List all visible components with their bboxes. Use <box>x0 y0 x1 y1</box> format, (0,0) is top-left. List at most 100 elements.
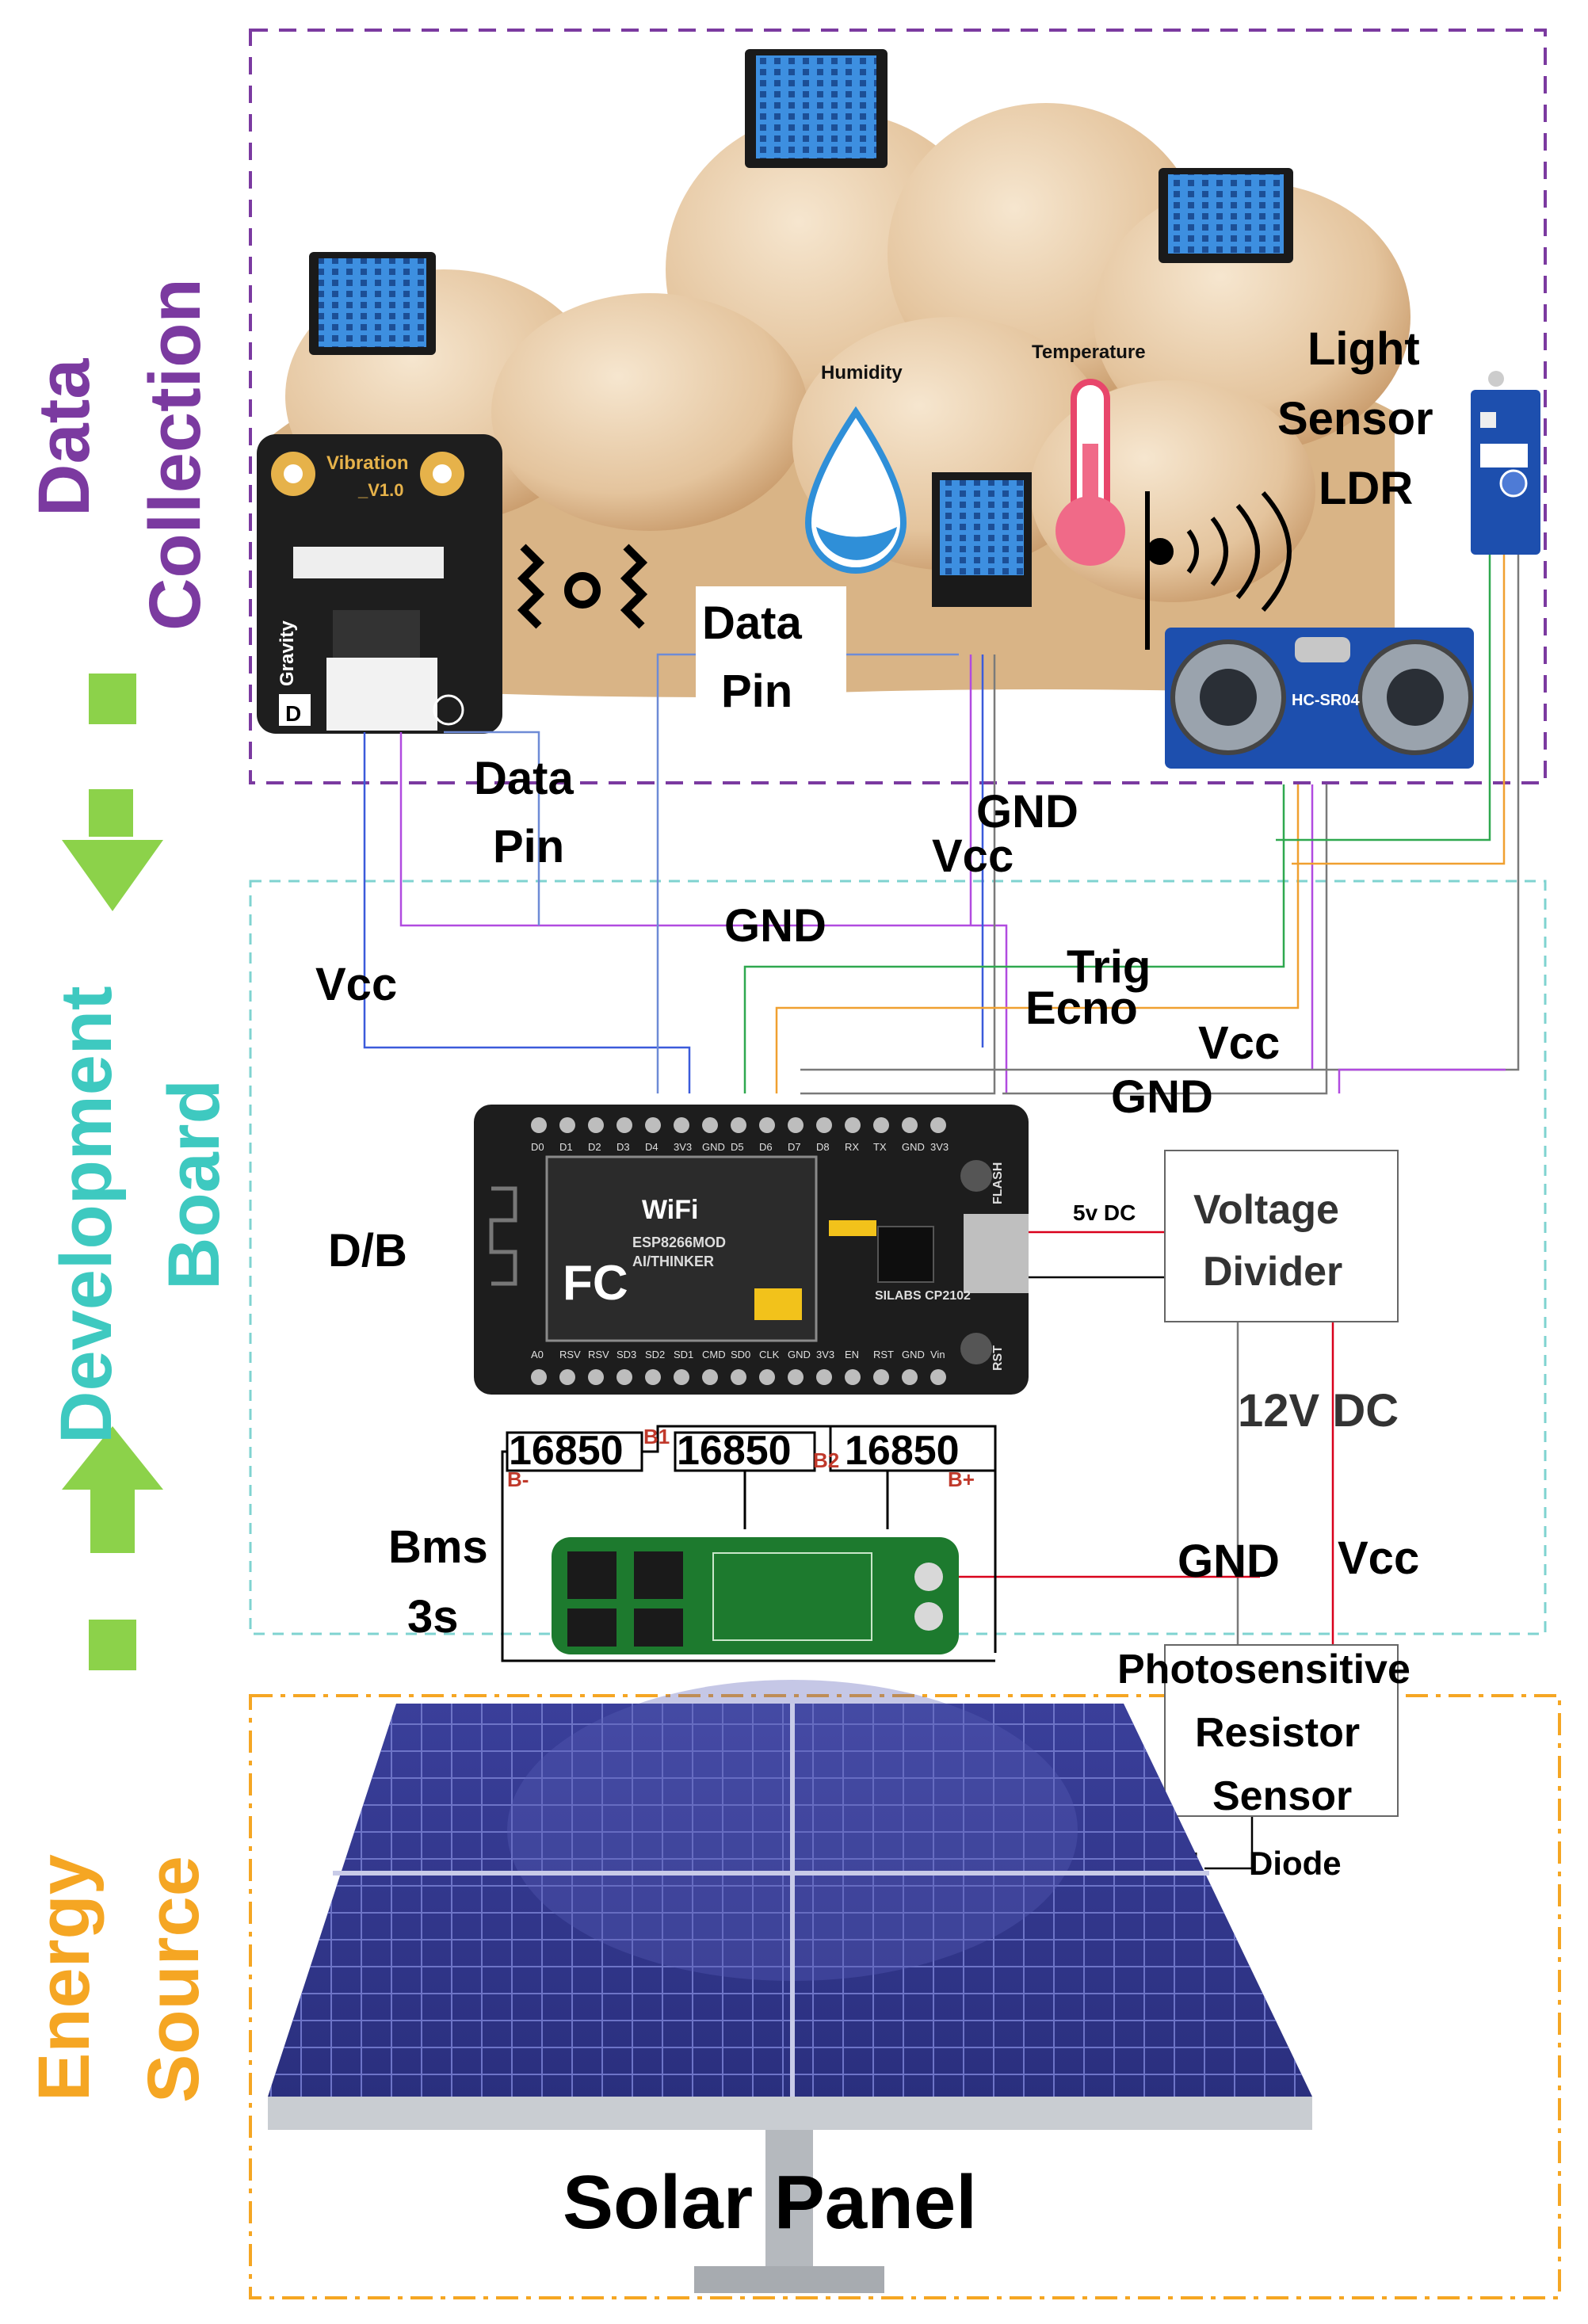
data-collection-border <box>249 29 1547 784</box>
vcc-top-label: Vcc <box>932 830 1013 882</box>
board-usb-chip-label: SILABS CP2102 <box>875 1289 971 1303</box>
energy-source-border <box>249 1694 1561 2299</box>
data-pin-a-label-2: Pin <box>721 666 792 717</box>
vcc-right-label: Vcc <box>1198 1017 1280 1069</box>
board-bottom-pin-label: SD1 <box>674 1349 693 1360</box>
bms-label-1: Bms <box>388 1521 488 1573</box>
five-v-label: 5v DC <box>1073 1200 1136 1225</box>
board-rst-label: RST <box>991 1345 1005 1371</box>
nodemcu-board <box>474 1105 1029 1395</box>
temperature-label: Temperature <box>1032 342 1146 363</box>
board-bottom-pin-label: EN <box>845 1349 859 1360</box>
b2-label: B2 <box>813 1448 839 1472</box>
bms-board <box>552 1537 959 1654</box>
board-bottom-pin-hole <box>531 1369 547 1385</box>
board-top-pin-hole <box>645 1117 661 1133</box>
humidity-label: Humidity <box>821 362 903 384</box>
board-bottom-pin-hole <box>731 1369 746 1385</box>
board-top-pin-hole <box>731 1117 746 1133</box>
vcc-bottom-label: Vcc <box>1338 1532 1419 1584</box>
board-bottom-pin-label: CMD <box>702 1349 726 1360</box>
db-label: D/B <box>328 1225 407 1276</box>
dht-sensor-3 <box>1159 168 1293 263</box>
bms-label-2: 3s <box>407 1591 459 1643</box>
board-bottom-pin-hole <box>588 1369 604 1385</box>
board-bottom-pin-hole <box>702 1369 718 1385</box>
ultrasonic-wave-icon <box>1145 491 1292 650</box>
board-top-pin-hole <box>674 1117 689 1133</box>
board-top-pin-label: RX <box>845 1141 859 1153</box>
dht-sensor-1 <box>309 252 436 355</box>
board-top-pin-label: D6 <box>759 1141 773 1153</box>
board-top-pin-label: D0 <box>531 1141 544 1153</box>
board-top-pin-hole <box>930 1117 946 1133</box>
board-top-pin-label: 3V3 <box>930 1141 949 1153</box>
board-bottom-pin-label: GND <box>902 1349 925 1360</box>
data-collection-title-1: Data <box>24 358 105 517</box>
gnd-top-label: GND <box>976 786 1078 838</box>
gnd-bottom-label: GND <box>1178 1536 1280 1587</box>
board-flash-label: FLASH <box>991 1162 1005 1204</box>
data-collection-title-2: Collection <box>135 278 216 631</box>
data-pin-a-bg <box>696 586 846 713</box>
board-top-pin-label: D1 <box>559 1141 573 1153</box>
photo-label-1: Photosensitive <box>1117 1647 1410 1692</box>
board-bottom-pin-hole <box>902 1369 918 1385</box>
board-bottom-pin-label: SD2 <box>645 1349 665 1360</box>
voltage-divider-label-1: Voltage <box>1193 1187 1339 1233</box>
board-top-pin-hole <box>702 1117 718 1133</box>
board-top-pin-label: GND <box>902 1141 925 1153</box>
cell2-label: 16850 <box>677 1428 792 1474</box>
energy-source-title-1: Energy <box>24 1854 105 2101</box>
board-top-pin-hole <box>559 1117 575 1133</box>
battery-pack <box>501 1425 997 1662</box>
board-bottom-pin-label: RSV <box>588 1349 609 1360</box>
vibration-sensor-module <box>257 434 502 734</box>
b1-label: B1 <box>643 1425 670 1448</box>
data-pin-b-label-1: Data <box>474 753 574 804</box>
ultrasonic-model-label: HC-SR04 <box>1292 692 1360 709</box>
board-bottom-pin-label: SD0 <box>731 1349 750 1360</box>
dht-sensor-4 <box>932 472 1032 607</box>
b-minus-label: B- <box>507 1467 529 1491</box>
development-board-title-2: Board <box>154 1079 235 1290</box>
board-bottom-pin-hole <box>645 1369 661 1385</box>
board-bottom-pin-label: Vin <box>930 1349 945 1360</box>
board-top-pin-hole <box>845 1117 861 1133</box>
cell3-label: 16850 <box>845 1428 960 1474</box>
board-top-pin-label: TX <box>873 1141 887 1153</box>
light-sensor-label-2: Sensor <box>1277 393 1433 445</box>
voltage-divider-label-2: Divider <box>1203 1249 1342 1295</box>
vibration-brand-label: Gravity <box>277 620 298 686</box>
voltage-divider-box <box>1164 1150 1399 1322</box>
board-bottom-pin-label: SD3 <box>616 1349 636 1360</box>
board-bottom-pin-hole <box>930 1369 946 1385</box>
humidity-drop-icon <box>804 406 907 574</box>
board-top-pin-label: D4 <box>645 1141 658 1153</box>
board-bottom-pin-hole <box>674 1369 689 1385</box>
board-top-pin-label: 3V3 <box>674 1141 692 1153</box>
board-top-pin-hole <box>588 1117 604 1133</box>
echo-label: Ecno <box>1025 983 1138 1034</box>
board-top-pin-hole <box>531 1117 547 1133</box>
light-sensor-label-3: LDR <box>1319 463 1413 514</box>
photo-label-3: Sensor <box>1212 1773 1352 1819</box>
board-bottom-pin-hole <box>616 1369 632 1385</box>
photo-label-2: Resistor <box>1195 1710 1360 1756</box>
board-bottom-pin-hole <box>816 1369 832 1385</box>
board-top-pin-hole <box>902 1117 918 1133</box>
vibration-d-label: D <box>285 701 301 726</box>
board-bottom-pin-hole <box>845 1369 861 1385</box>
board-top-pin-label: GND <box>702 1141 725 1153</box>
board-top-pin-hole <box>788 1117 804 1133</box>
vibration-board-label: Vibration <box>326 452 409 474</box>
ldr-module <box>1471 371 1540 555</box>
gnd-right-label: GND <box>1111 1071 1213 1123</box>
board-model-label: ESP8266MOD <box>632 1235 726 1250</box>
solar-panel-label: Solar Panel <box>563 2160 977 2245</box>
development-board-title-1: Development <box>46 986 127 1444</box>
data-pin-a-label-1: Data <box>702 597 802 649</box>
